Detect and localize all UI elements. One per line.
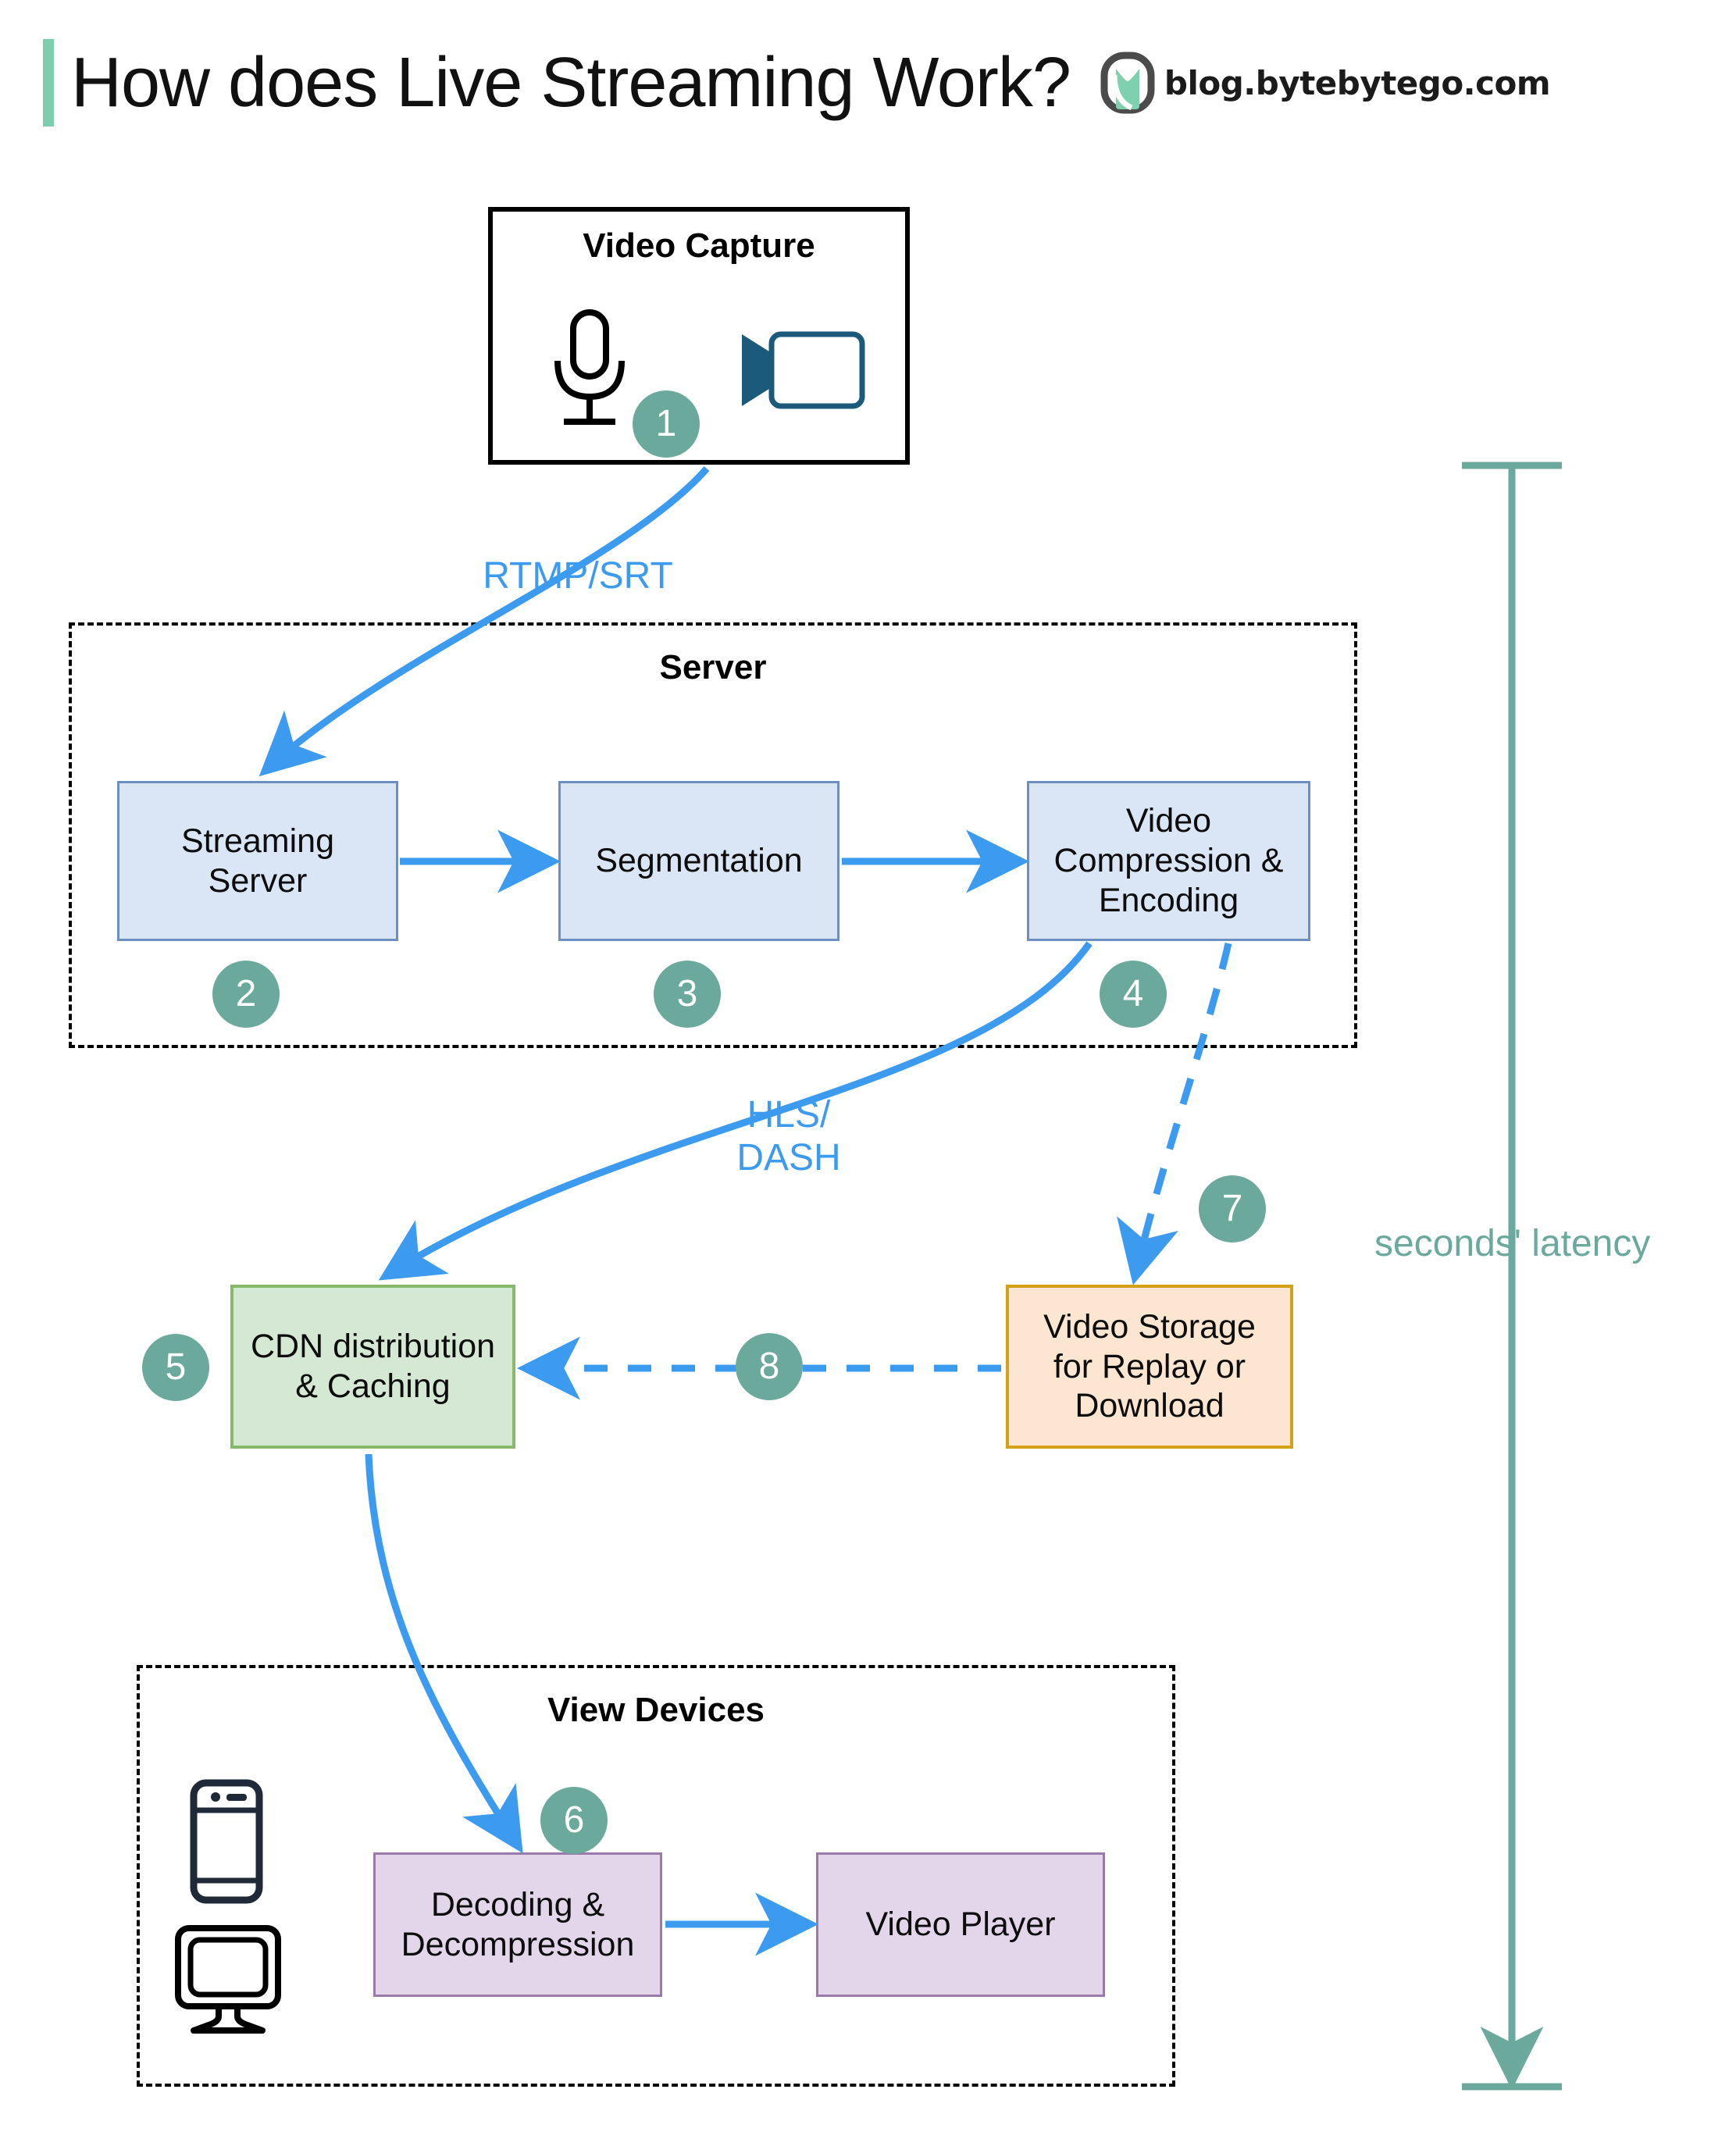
node-cdn[interactable]: CDN distribution & Caching [230,1285,515,1449]
node-video-storage-label: Video Storage for Replay or Download [1043,1307,1256,1425]
video-capture-title: Video Capture [583,226,815,265]
desktop-monitor-icon [175,1925,281,2034]
header: How does Live Streaming Work? blog.byteb… [43,39,1551,127]
step-badge-4: 4 [1100,961,1167,1028]
node-streaming-server-label: Streaming Server [181,822,334,900]
node-segmentation-label: Segmentation [595,842,803,880]
microphone-icon [554,309,625,425]
page-title: How does Live Streaming Work? [71,44,1071,122]
step-badge-3: 3 [654,961,721,1028]
node-decoding-label: Decoding & Decompression [401,1885,635,1963]
step-badge-2: 2 [212,961,280,1028]
node-segmentation[interactable]: Segmentation [558,781,839,941]
node-video-compression-label: Video Compression & Encoding [1053,802,1284,919]
step-badge-8: 8 [736,1333,803,1400]
step-badge-5: 5 [142,1334,209,1401]
view-devices-title: View Devices [547,1691,765,1729]
node-video-compression[interactable]: Video Compression & Encoding [1027,781,1310,941]
node-video-storage[interactable]: Video Storage for Replay or Download [1006,1285,1293,1449]
edge-label-rtmp-srt: RTMP/SRT [483,555,673,597]
node-video-player-label: Video Player [865,1906,1056,1944]
brand[interactable]: blog.bytebytego.com [1100,52,1551,114]
node-decoding[interactable]: Decoding & Decompression [373,1852,662,1997]
step-badge-7: 7 [1199,1175,1266,1242]
step-badge-6: 6 [540,1787,608,1854]
title-accent-bar [43,39,54,127]
node-video-player[interactable]: Video Player [816,1852,1105,1997]
edge-label-hls-dash: HLS/ DASH [736,1094,841,1179]
smartphone-icon [190,1779,263,1904]
server-title: Server [659,648,767,686]
node-streaming-server[interactable]: Streaming Server [117,781,398,941]
latency-label: seconds' latency [1374,1223,1651,1264]
bytebytego-logo-icon [1100,52,1155,114]
step-badge-1: 1 [633,390,700,458]
brand-url: blog.bytebytego.com [1164,63,1551,102]
view-devices-group [137,1665,1175,2087]
video-camera-icon [742,331,865,409]
node-cdn-label: CDN distribution & Caching [250,1328,496,1405]
